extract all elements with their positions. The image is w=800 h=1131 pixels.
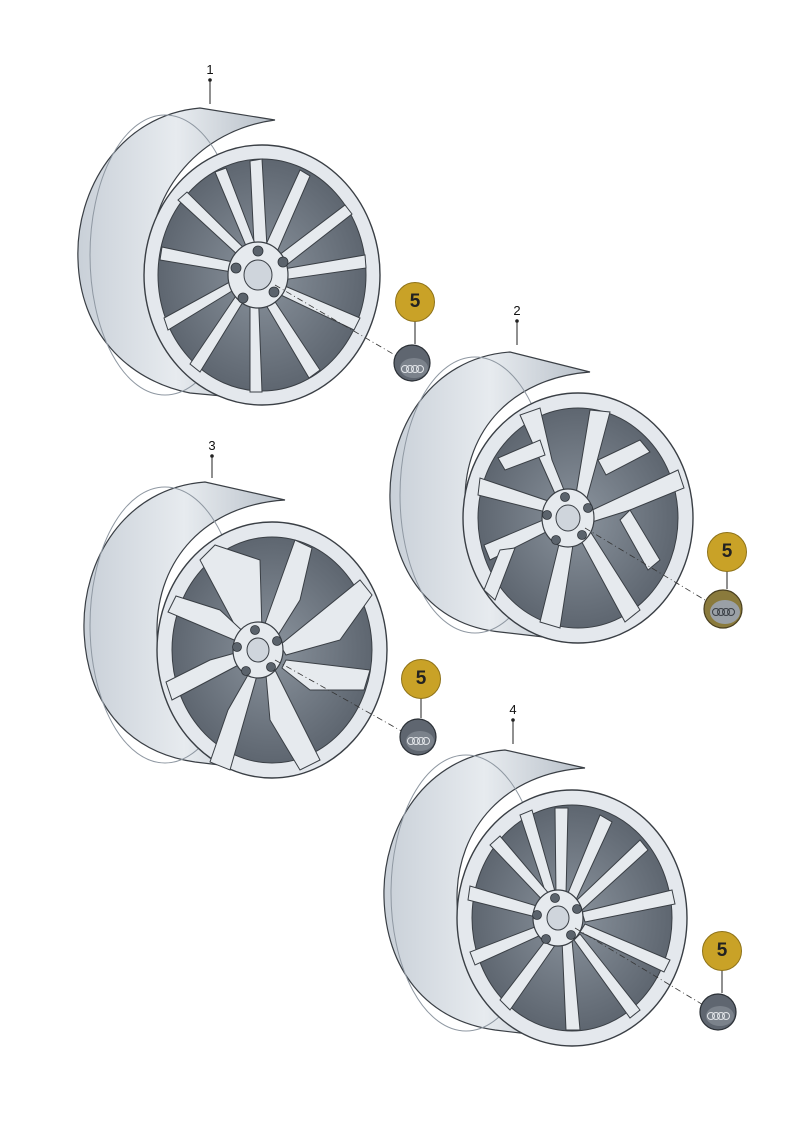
wheel-2-center-cap-icon	[703, 589, 743, 629]
wheel-4-center-cap-icon	[699, 993, 737, 1031]
callout-badge-5[interactable]: 5	[702, 931, 742, 971]
callout-badge-5[interactable]: 5	[401, 659, 441, 699]
wheel-2-drawing	[389, 319, 743, 644]
four-rings-logo-icon	[707, 1012, 730, 1020]
four-rings-logo-icon	[401, 365, 424, 373]
wheel-3-drawing	[83, 454, 437, 779]
wheel-3-center-cap-icon	[399, 718, 437, 756]
part-label-2: 2	[513, 303, 521, 318]
callout-badge-5[interactable]: 5	[395, 282, 435, 322]
four-rings-logo-icon	[712, 608, 735, 616]
part-label-3: 3	[208, 438, 216, 453]
wheel-1-center-cap-icon	[393, 344, 431, 382]
wheel-1-drawing	[77, 78, 431, 406]
callout-badge-5[interactable]: 5	[707, 532, 747, 572]
part-label-1: 1	[206, 62, 214, 77]
wheel-4-drawing	[383, 718, 737, 1047]
four-rings-logo-icon	[407, 737, 430, 745]
part-label-4: 4	[509, 702, 517, 717]
